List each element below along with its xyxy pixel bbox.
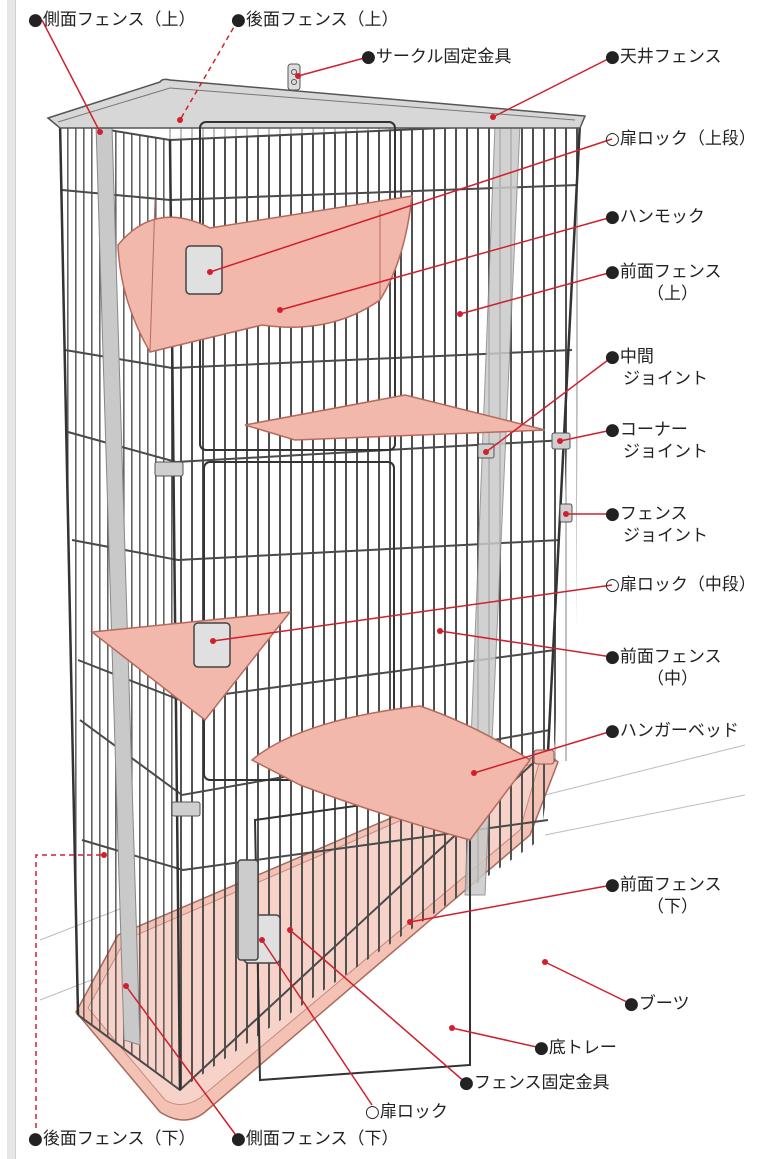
middle-left-shelf	[90, 611, 292, 722]
ceiling-fence	[46, 78, 587, 129]
joint-parts	[154, 432, 573, 817]
label-hammock: ●ハンモック	[605, 207, 705, 227]
page-edge-strip	[7, 0, 16, 1159]
hammock-part	[117, 195, 413, 353]
label-front-fence-middle: ●前面フェンス（中）	[605, 647, 722, 689]
label-bottom-tray: ●底トレー	[534, 1038, 617, 1058]
label-front-fence-lower: ●前面フェンス（下）	[605, 875, 722, 917]
label-door-lock-middle: ○扉ロック（中段）	[605, 575, 756, 595]
label-side-fence-upper: ●側面フェンス（上）	[28, 10, 196, 30]
label-boots: ●ブーツ	[624, 994, 690, 1014]
label-ceiling-fence: ●天井フェンス	[605, 47, 722, 67]
label-fence-joint: ●フェンスジョイント	[605, 504, 708, 546]
label-hanger-bed: ●ハンガーベッド	[605, 721, 739, 741]
label-door-lock: ○扉ロック	[365, 1102, 448, 1122]
circle-fixing-bracket-part	[287, 63, 301, 91]
label-fence-fixing-bracket: ●フェンス固定金具	[459, 1073, 610, 1093]
label-middle-joint: ●中間ジョイント	[605, 347, 708, 389]
label-corner-joint: ●コーナージョイント	[605, 420, 708, 462]
label-door-lock-upper: ○扉ロック（上段）	[605, 129, 756, 149]
label-back-fence-lower: ●後面フェンス（下）	[28, 1129, 196, 1149]
label-front-fence-upper: ●前面フェンス（上）	[605, 262, 722, 304]
hanger-bed-part	[250, 705, 532, 841]
label-back-fence-upper: ●後面フェンス（上）	[231, 10, 399, 30]
leader-lines	[35, 19, 632, 1139]
label-circle-fixing-bracket: ●サークル固定金具	[361, 47, 512, 67]
label-side-fence-lower: ●側面フェンス（下）	[231, 1129, 399, 1149]
leader-endpoints	[97, 73, 569, 1031]
upper-shelf	[244, 394, 546, 441]
